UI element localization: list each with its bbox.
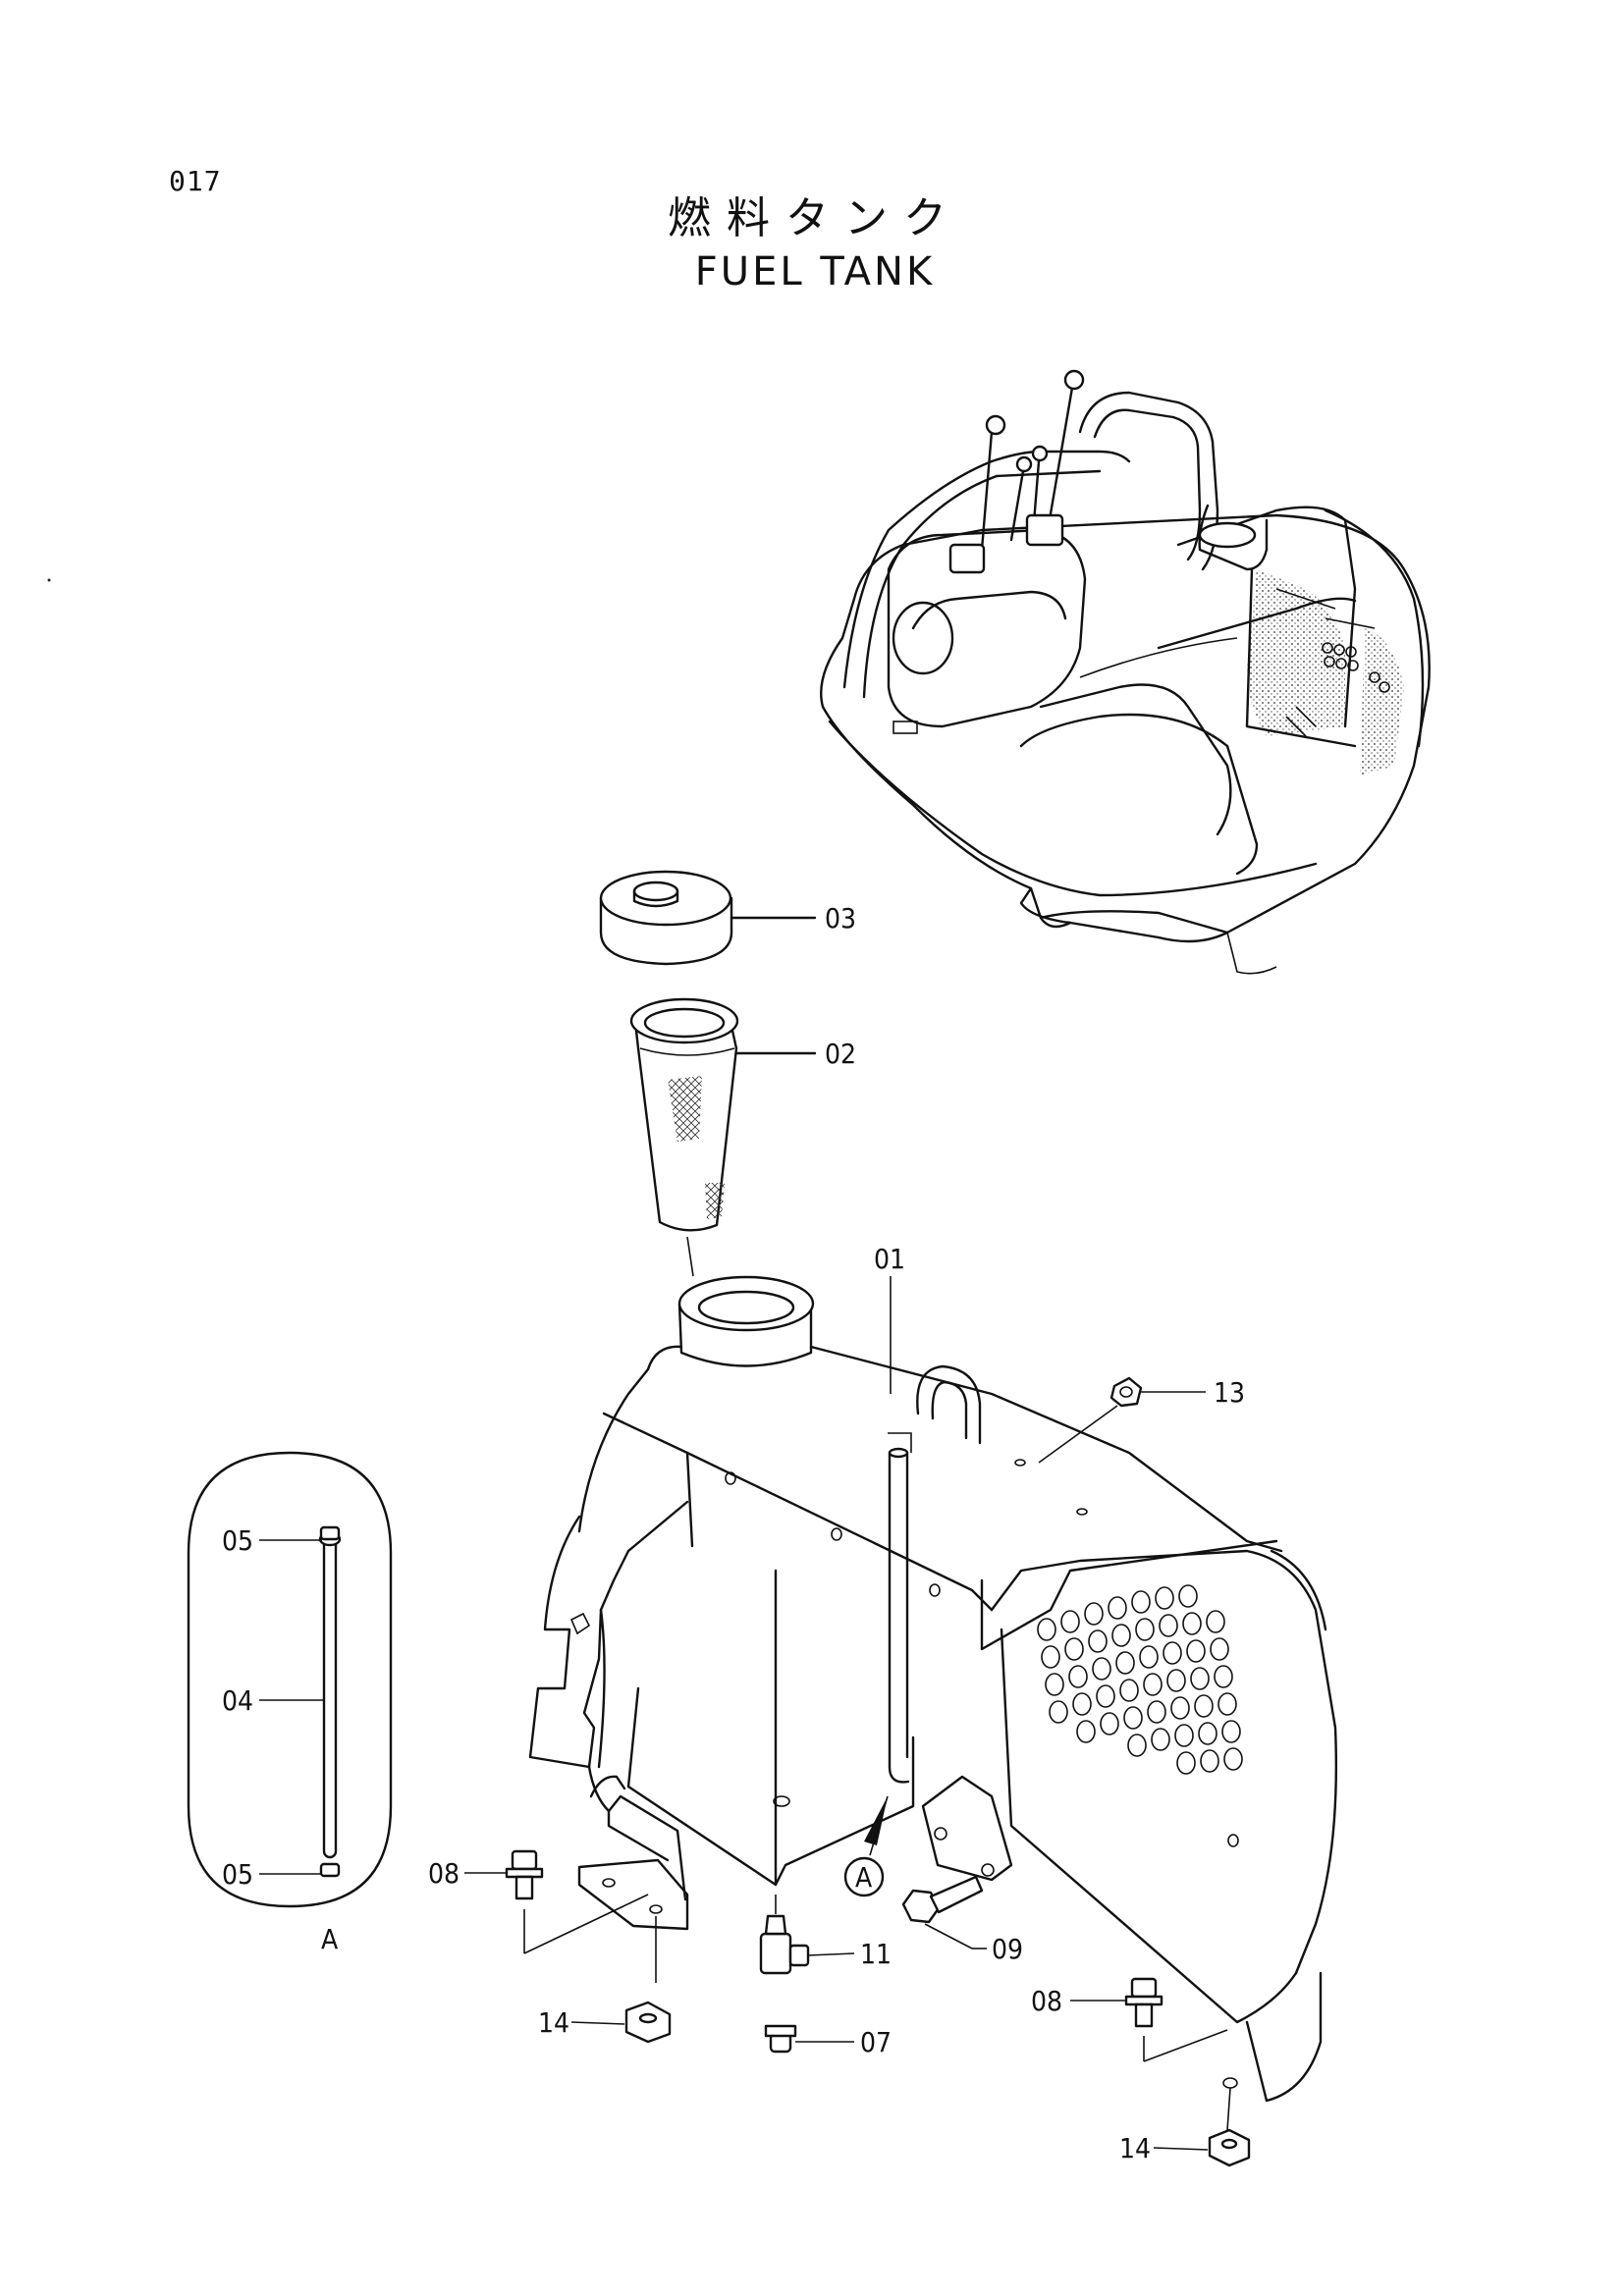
callout-09: 09 [992, 1933, 1023, 1965]
part-09-bolt [901, 1875, 987, 1949]
page-number: 017 [169, 165, 222, 197]
callout-ref-a: A [855, 1861, 873, 1894]
callout-03: 03 [825, 902, 856, 934]
callout-07: 07 [860, 2026, 892, 2058]
callout-01: 01 [874, 1243, 905, 1275]
callout-04: 04 [222, 1684, 253, 1717]
title-japanese: 燃料タンク [668, 193, 962, 243]
part-01-fuel-tank [528, 1275, 1338, 2103]
reference-a-marker [843, 1795, 889, 1897]
callout-05-top: 05 [222, 1524, 253, 1557]
callout-05-bottom: 05 [222, 1858, 253, 1891]
part-11-drain-valve [759, 1895, 855, 1975]
callout-02: 02 [825, 1038, 856, 1070]
detail-view-a [187, 1451, 393, 1908]
part-02-strainer [629, 997, 817, 1277]
callout-13: 13 [1214, 1376, 1245, 1409]
title-block: 燃料タンク FUEL TANK [628, 191, 1001, 297]
excavator-overview [820, 369, 1431, 975]
callout-11: 11 [860, 1938, 892, 1970]
part-14-right-washer [1153, 2128, 1251, 2167]
callout-14-right: 14 [1119, 2132, 1151, 2164]
title-english: FUEL TANK [694, 249, 936, 294]
part-03-fuel-cap [599, 870, 817, 966]
callout-14-left: 14 [538, 2006, 569, 2039]
callout-08-left: 08 [428, 1857, 460, 1890]
grille-holes [1037, 1584, 1243, 1775]
callout-08-right: 08 [1031, 1985, 1062, 2017]
detail-a-label: A [321, 1923, 339, 1955]
part-07-plug [764, 2024, 854, 2054]
part-08-left-bolt-and-bracket [464, 1775, 689, 2044]
part-13-clip [1038, 1376, 1206, 1464]
part-08-right-bolt [1070, 1977, 1238, 2131]
